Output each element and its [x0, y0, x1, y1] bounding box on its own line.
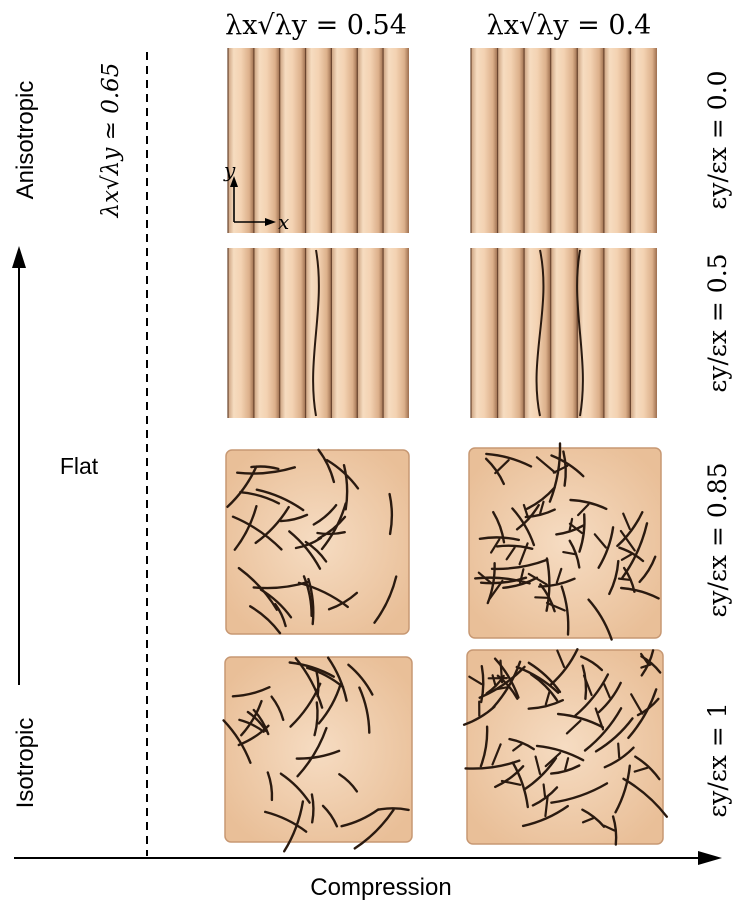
panel-054-eps0 [227, 48, 409, 233]
row-label-085: εy/εx = 0.85 [703, 462, 732, 617]
panel-054-eps1 [222, 656, 413, 853]
anisotropic-label: Anisotropic [12, 81, 39, 200]
panel-054-eps085 [225, 448, 410, 635]
row-label-0: εy/εx = 0.0 [703, 70, 732, 209]
panel-04-eps05 [470, 248, 657, 418]
threshold-label: λx√λy ≃ 0.65 [98, 63, 124, 219]
isotropic-label: Isotropic [12, 718, 39, 809]
compression-label: Compression [310, 874, 451, 901]
inset-x-label: x [278, 210, 289, 234]
panel-04-eps085 [468, 442, 662, 641]
panel-054-eps05 [227, 248, 409, 418]
panel-04-eps1 [462, 648, 668, 846]
wrinkle-panels [222, 48, 668, 853]
vertical-axis-arrowhead [12, 246, 26, 268]
row-label-05: εy/εx = 0.5 [703, 253, 732, 392]
inset-axes: y x [223, 158, 289, 234]
column-header-04: λx√λy = 0.4 [487, 10, 652, 41]
flat-region-label: Flat [60, 453, 99, 479]
column-header-054: λx√λy = 0.54 [225, 10, 407, 41]
panel-04-eps0 [470, 48, 657, 233]
inset-y-label: y [223, 158, 236, 182]
horizontal-axis-arrowhead [698, 851, 722, 865]
row-label-1: εy/εx = 1 [703, 702, 732, 817]
